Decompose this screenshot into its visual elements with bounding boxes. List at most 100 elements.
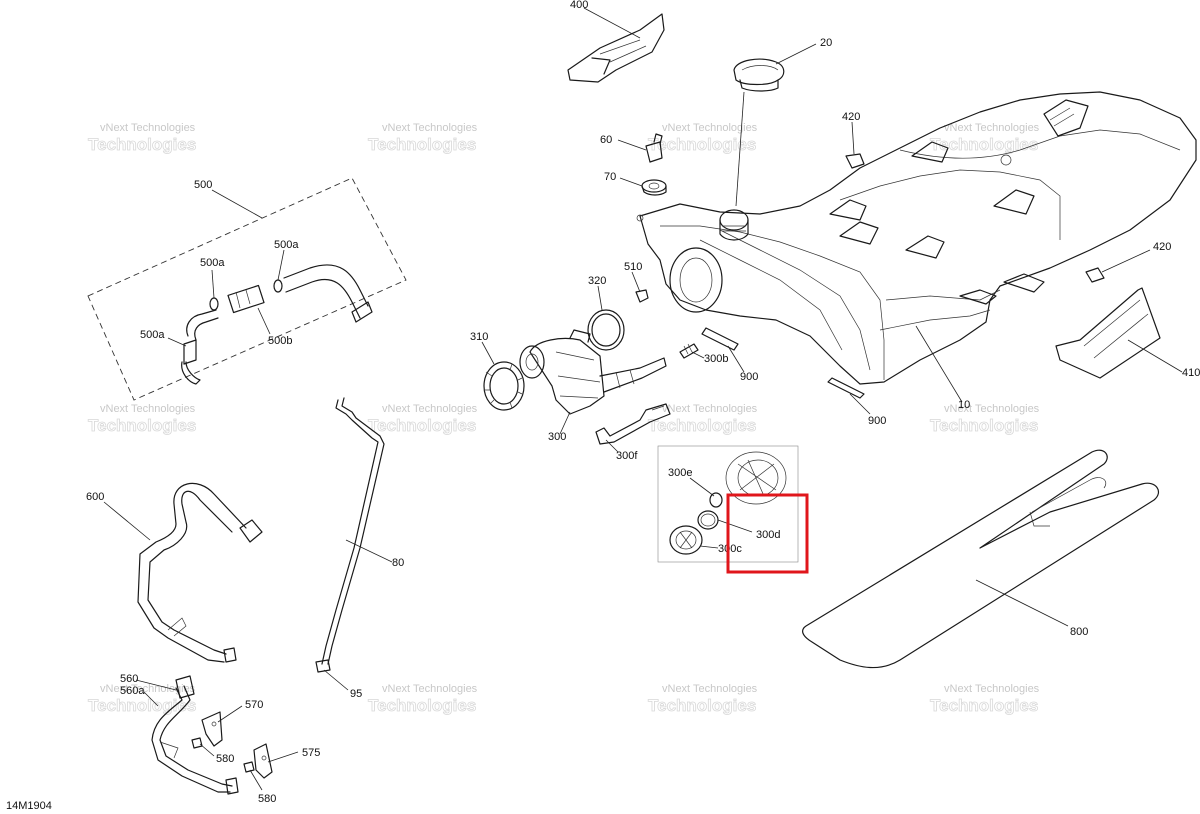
callout-800[interactable]: 800 [1070, 626, 1088, 638]
part-900-pad-lower[interactable] [827, 377, 865, 399]
svg-text:vNext Technologies: vNext Technologies [100, 683, 196, 695]
svg-text:Technologies: Technologies [368, 696, 476, 715]
part-320-seal-ring[interactable] [587, 309, 625, 351]
svg-text:vNext Technologies: vNext Technologies [382, 122, 478, 134]
part-300c-filter[interactable] [669, 525, 703, 555]
svg-text:Technologies: Technologies [648, 416, 756, 435]
callout-300[interactable]: 300 [548, 431, 566, 443]
callout-420-right[interactable]: 420 [1153, 241, 1171, 253]
callout-80[interactable]: 80 [392, 557, 404, 569]
svg-text:Technologies: Technologies [930, 135, 1038, 154]
svg-text:vNext Technologies: vNext Technologies [662, 403, 758, 415]
callout-580-lower[interactable]: 580 [258, 793, 276, 805]
svg-text:vNext Technologies: vNext Technologies [944, 683, 1040, 695]
part-420-clip-right[interactable] [1085, 267, 1105, 283]
leader-60 [617, 139, 647, 151]
callout-300f[interactable]: 300f [616, 450, 638, 462]
part-575-bracket[interactable] [253, 743, 273, 779]
part-60-vent-valve[interactable] [645, 133, 663, 163]
part-300e-o-ring[interactable] [709, 492, 723, 508]
svg-text:Technologies: Technologies [648, 135, 756, 154]
leader-570 [217, 705, 243, 723]
part-10-fuel-tank[interactable] [636, 91, 1197, 385]
part-300b-spring[interactable] [679, 343, 699, 359]
part-800-protective-mat[interactable] [802, 449, 1159, 669]
callout-310[interactable]: 310 [470, 331, 488, 343]
leader-10 [915, 325, 963, 403]
part-580-screw-lower[interactable] [243, 761, 255, 773]
callout-575[interactable]: 575 [302, 747, 320, 759]
part-900-pad-upper[interactable] [701, 327, 739, 351]
leader-300d [717, 519, 753, 533]
callout-400[interactable]: 400 [570, 0, 588, 11]
inset-pump-detail [657, 445, 799, 563]
svg-text:Technologies: Technologies [368, 416, 476, 435]
part-510-nut[interactable] [635, 289, 649, 303]
callout-70[interactable]: 70 [604, 171, 616, 183]
leader-900-lower [849, 393, 871, 415]
part-570-bracket[interactable] [201, 711, 223, 747]
callout-500a-low[interactable]: 500a [140, 329, 165, 341]
callout-500a-top[interactable]: 500a [274, 239, 299, 251]
callout-570[interactable]: 570 [245, 699, 263, 711]
part-300f-level-sensor[interactable] [595, 403, 671, 445]
highlight-box-300d [726, 493, 809, 574]
leader-300c [699, 545, 719, 549]
leader-300e [689, 477, 715, 497]
leader-500 [211, 189, 263, 219]
callout-510[interactable]: 510 [624, 261, 642, 273]
leader-410 [1127, 339, 1183, 373]
callout-20[interactable]: 20 [820, 37, 832, 49]
callout-300d[interactable]: 300d [756, 529, 780, 541]
leader-80 [345, 539, 393, 563]
callout-900-upper[interactable]: 900 [740, 371, 758, 383]
diagram-code: 14M1904 [6, 800, 52, 812]
callout-300e[interactable]: 300e [668, 467, 692, 479]
part-600-hose[interactable] [137, 482, 263, 663]
callout-500b[interactable]: 500b [268, 335, 292, 347]
svg-text:Technologies: Technologies [930, 696, 1038, 715]
svg-text:vNext Technologies: vNext Technologies [382, 403, 478, 415]
leader-cap-axis [735, 91, 745, 207]
part-80-hose[interactable] [315, 397, 385, 673]
leader-900-upper [727, 345, 745, 373]
svg-text:vNext Technologies: vNext Technologies [100, 403, 196, 415]
part-400-shield[interactable] [567, 13, 665, 83]
callout-300b[interactable]: 300b [704, 353, 728, 365]
callout-560[interactable]: 560 [120, 673, 138, 685]
callout-60[interactable]: 60 [600, 134, 612, 146]
part-410-heat-shield[interactable] [1055, 287, 1161, 379]
leader-500a-low [167, 337, 187, 347]
callout-300c[interactable]: 300c [718, 543, 742, 555]
part-300-fuel-pump[interactable] [519, 329, 667, 415]
svg-text:vNext Technologies: vNext Technologies [944, 403, 1040, 415]
callout-320[interactable]: 320 [588, 275, 606, 287]
part-580-screw-upper[interactable] [191, 737, 203, 749]
leader-580-lower [249, 769, 263, 791]
part-500-vent-assembly[interactable] [87, 177, 407, 401]
part-560-hose[interactable] [151, 675, 239, 795]
leader-320 [597, 285, 603, 311]
part-70-grommet[interactable] [641, 179, 667, 196]
callout-500[interactable]: 500 [194, 179, 212, 191]
callout-580-upper[interactable]: 580 [216, 753, 234, 765]
callout-600[interactable]: 600 [86, 491, 104, 503]
callout-560a[interactable]: 560a [120, 685, 145, 697]
svg-text:vNext Technologies: vNext Technologies [100, 122, 196, 134]
callout-900-lower[interactable]: 900 [868, 415, 886, 427]
part-20-fuel-cap[interactable] [733, 58, 785, 92]
callout-410[interactable]: 410 [1182, 367, 1200, 379]
callout-420-top[interactable]: 420 [842, 111, 860, 123]
part-420-clip-top[interactable] [845, 153, 865, 169]
part-310-lock-ring[interactable] [483, 361, 525, 411]
callout-10[interactable]: 10 [958, 399, 970, 411]
callout-500a-mid[interactable]: 500a [200, 257, 225, 269]
callout-95[interactable]: 95 [350, 688, 362, 700]
